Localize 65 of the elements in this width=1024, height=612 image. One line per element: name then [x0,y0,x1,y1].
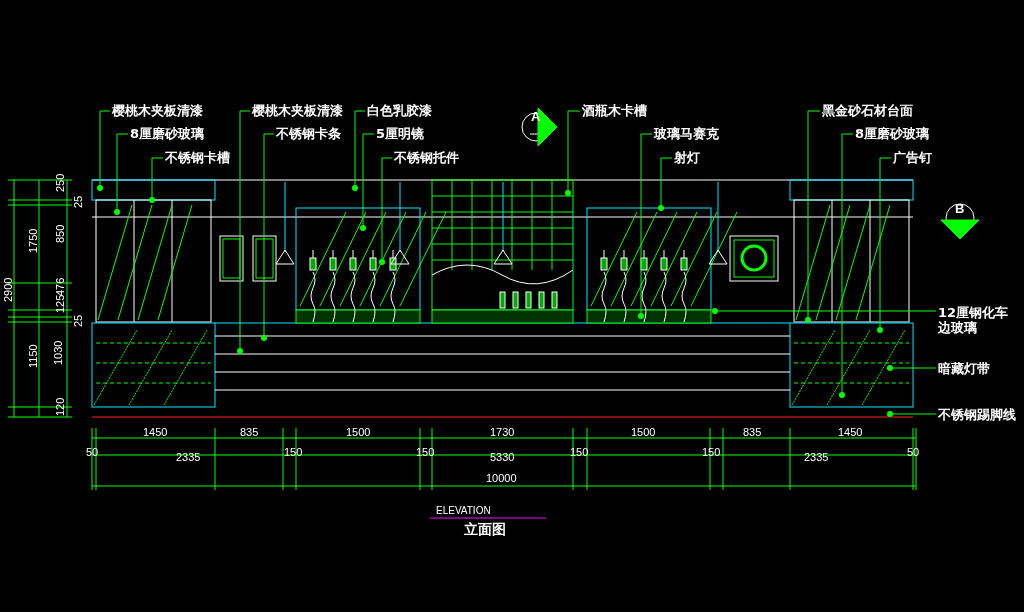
dimension-value: 2335 [176,451,201,463]
dimension-value: 150 [570,446,589,458]
dimension-value: 1450 [838,426,863,438]
callout-text: 8厘磨砂玻璃 [130,126,205,141]
dimension-value: 835 [743,426,762,438]
dimension-value: 1150 [27,344,39,368]
dimension-value: 150 [416,446,435,458]
leader-line [887,411,937,417]
callout-text: 暗藏灯带 [938,361,1018,376]
callout-text: 不锈钢卡条 [276,126,341,141]
leader-line [352,110,366,191]
leader-line [114,133,129,215]
leader-line [261,133,275,341]
dimension-value: 2900 [2,277,14,302]
title-text: 立面图 [464,523,506,535]
dimension-value: 250 [54,173,66,192]
dimension-value: 125 [54,294,66,313]
dimension-value: 150 [284,446,303,458]
leader-line [805,110,821,323]
dimension-value: 1500 [631,426,656,438]
callout-text: 不锈钢卡槽 [165,150,230,165]
leader-line [97,110,111,191]
leader-line [712,308,937,314]
callout-text: 射灯 [674,150,700,165]
callout-text: 樱桃木夹板清漆 [112,103,203,118]
dimension-value: 1450 [143,426,168,438]
dimension-value: 50 [86,446,99,458]
leader-line [658,157,673,211]
dimension-value: 25 [72,314,84,327]
dimension-value: 850 [54,224,66,243]
dimension-value: 1030 [52,340,64,365]
dimension-value: 835 [240,426,259,438]
dimension-value: 150 [702,446,721,458]
leader-line [237,110,251,354]
dimension-value: 10000 [486,472,517,484]
dimension-value: 2335 [804,451,829,463]
dimension-value: 50 [907,446,920,458]
callout-text: 广告钉 [893,150,932,165]
dimension-value: 476 [54,277,66,296]
leader-line [565,110,581,196]
leader-line [360,133,375,231]
leader-line [379,157,393,265]
dimension-value: 120 [54,397,66,416]
callout-text: 12厘钢化车边玻璃 [938,305,1018,335]
callout-text: 玻璃马赛克 [654,126,719,141]
title-text: ELEVATION [436,505,491,517]
leader-line [638,133,653,319]
leader-line [887,365,937,371]
dimension-value: 1750 [27,228,39,253]
leader-line [149,157,164,203]
callout-text: 8厘磨砂玻璃 [855,126,930,141]
dimension-value: 5330 [490,451,515,463]
dimension-value: 1500 [346,426,371,438]
callout-text: 5厘明镜 [376,126,425,141]
callout-text: 樱桃木夹板清漆 [252,103,343,118]
dimension-value: 1730 [490,426,515,438]
callout-text: 不锈钢踢脚线 [938,407,1018,422]
callout-text: 黑金砂石材台面 [822,103,913,118]
leader-line [877,157,892,333]
section-letter: B [955,203,965,215]
callout-text: 不锈钢托件 [394,150,459,165]
callout-text: 酒瓶木卡槽 [582,103,647,118]
dimension-value: 25 [72,195,84,208]
callout-text: 白色乳胶漆 [367,103,432,118]
leader-line [839,133,854,398]
